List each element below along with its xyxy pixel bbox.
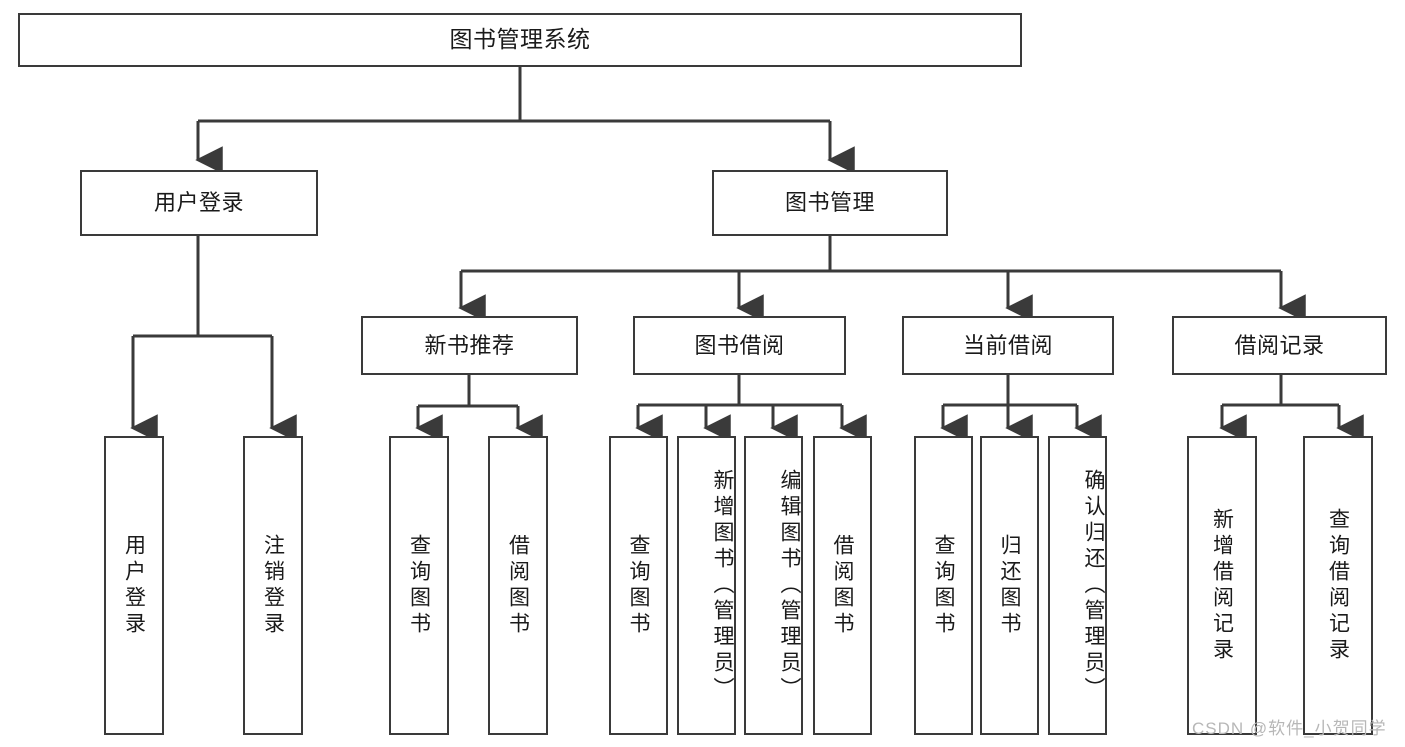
leaf-add-book-admin[interactable]: 新增图书（管理员） xyxy=(677,436,736,735)
leaf-user-login[interactable]: 用户登录 xyxy=(104,436,164,735)
node-book-management[interactable]: 图书管理 xyxy=(712,170,948,236)
leaf-query-borrow-record[interactable]: 查询借阅记录 xyxy=(1303,436,1373,735)
leaf-logout[interactable]: 注销登录 xyxy=(243,436,303,735)
csdn-watermark: CSDN @软件_小贺同学 xyxy=(1192,719,1387,738)
leaf-borrow-book-borrowing[interactable]: 借阅图书 xyxy=(813,436,872,735)
leaf-query-book-recommendation[interactable]: 查询图书 xyxy=(389,436,449,735)
leaf-confirm-return-admin[interactable]: 确认归还（管理员） xyxy=(1048,436,1107,735)
leaf-query-book-current[interactable]: 查询图书 xyxy=(914,436,973,735)
node-borrowing-record[interactable]: 借阅记录 xyxy=(1172,316,1387,375)
leaf-edit-book-admin[interactable]: 编辑图书（管理员） xyxy=(744,436,803,735)
node-book-borrowing[interactable]: 图书借阅 xyxy=(633,316,846,375)
leaf-add-borrow-record[interactable]: 新增借阅记录 xyxy=(1187,436,1257,735)
leaf-borrow-book-recommendation[interactable]: 借阅图书 xyxy=(488,436,548,735)
leaf-query-book-borrowing[interactable]: 查询图书 xyxy=(609,436,668,735)
node-user-login[interactable]: 用户登录 xyxy=(80,170,318,236)
node-new-book-recommendation[interactable]: 新书推荐 xyxy=(361,316,578,375)
node-root-system[interactable]: 图书管理系统 xyxy=(18,13,1022,67)
node-current-borrowing[interactable]: 当前借阅 xyxy=(902,316,1114,375)
leaf-return-book[interactable]: 归还图书 xyxy=(980,436,1039,735)
